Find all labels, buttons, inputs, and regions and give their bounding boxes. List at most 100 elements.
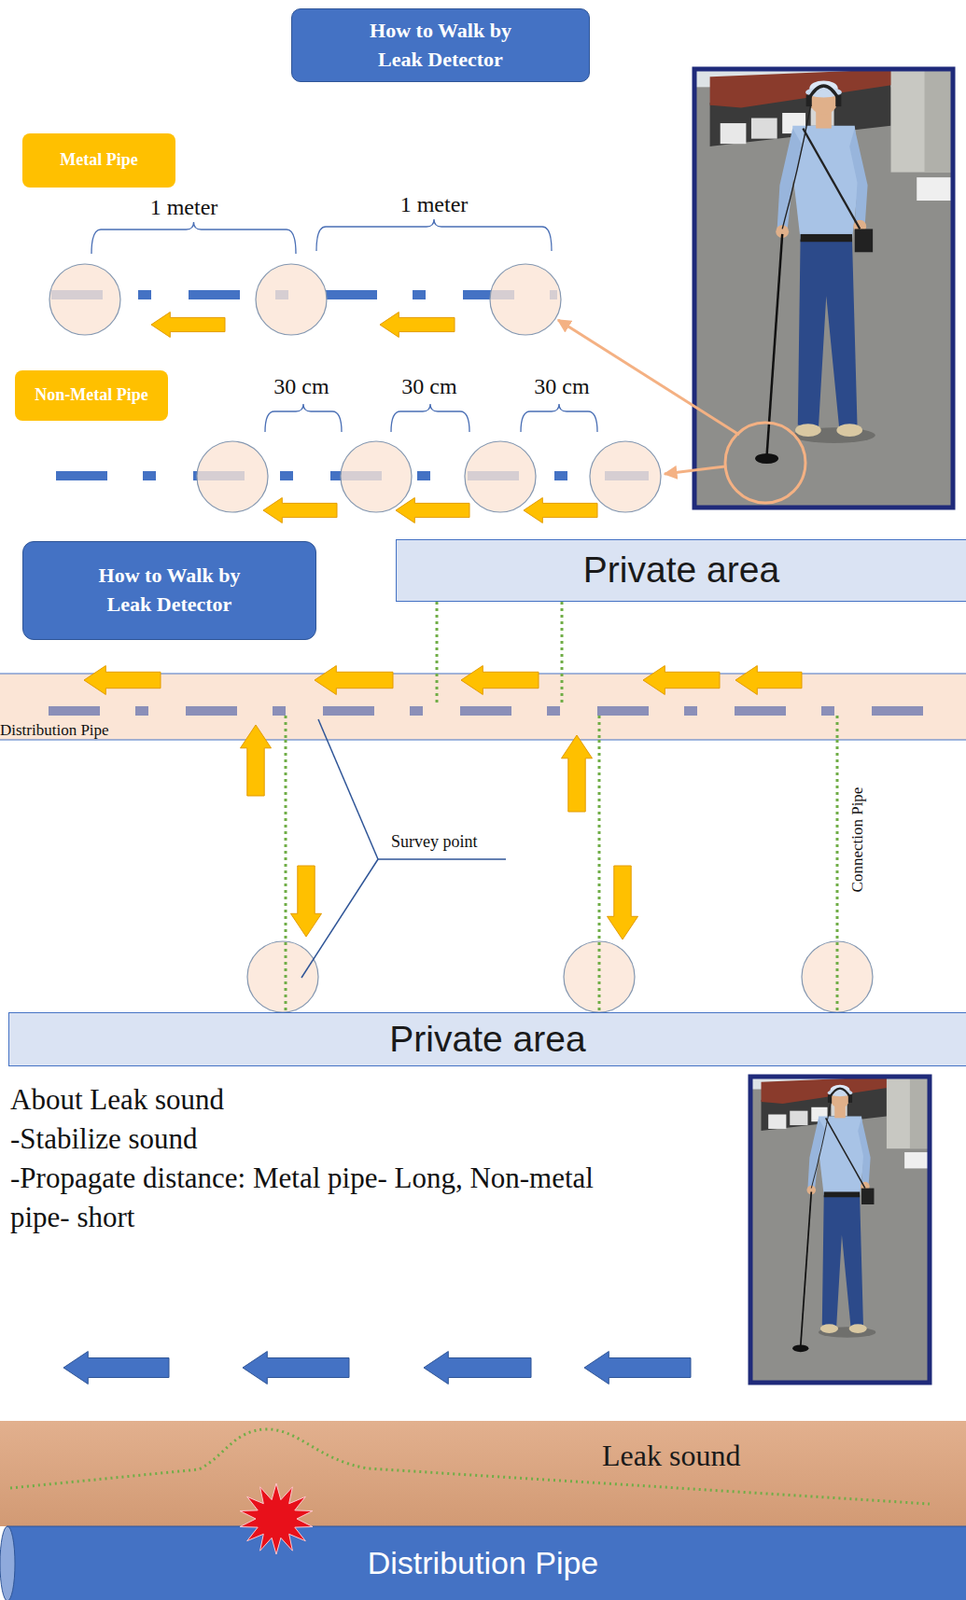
- note-line: -Propagate distance: Metal pipe- Long, N…: [10, 1159, 655, 1238]
- dimension-brace: [265, 404, 342, 433]
- photo: [694, 69, 953, 508]
- photo-ground: [750, 1077, 930, 1384]
- node-text: Non-Metal Pipe: [34, 385, 148, 406]
- headphones: [828, 1089, 851, 1100]
- pipe: Distribution Pipe: [0, 1526, 966, 1600]
- trousers: [822, 1195, 864, 1328]
- node-text: Leak sound: [602, 1439, 741, 1474]
- shoe: [820, 1324, 839, 1334]
- survey-circle: [490, 264, 561, 336]
- callout-label: Survey point: [391, 832, 478, 854]
- wall: [886, 1077, 930, 1149]
- earcup: [835, 95, 841, 107]
- survey-circle: [196, 441, 268, 513]
- walk-arrow: [523, 498, 598, 524]
- distribution-pipe-line: [48, 706, 929, 716]
- label-holder: -Stabilize sound: [10, 1120, 198, 1160]
- walk-arrow: [314, 666, 393, 696]
- walk-arrow: [263, 498, 337, 524]
- cable: [782, 105, 811, 230]
- node-text: Metal Pipe: [59, 150, 138, 171]
- probe-rod: [800, 1191, 812, 1347]
- wall-column: [924, 69, 953, 173]
- label-holder: About Leak sound: [10, 1080, 224, 1120]
- connection-pipe: [435, 602, 439, 674]
- walk-arrow: [607, 866, 639, 940]
- leak-sound-curve: [10, 1429, 930, 1505]
- leader-line: [378, 858, 506, 861]
- photo-ground: [694, 69, 953, 508]
- direction-arrow: [63, 1352, 169, 1386]
- label-holder: -Propagate distance: Metal pipe- Long, N…: [10, 1159, 655, 1238]
- region-band: Private area: [395, 539, 966, 602]
- photo: [750, 1077, 930, 1384]
- label-holder: 1 meter: [400, 191, 469, 219]
- probe-sensor: [755, 453, 779, 464]
- dimension-brace: [91, 222, 296, 254]
- headphones: [808, 85, 840, 100]
- direction-arrow: [242, 1352, 350, 1386]
- photo-scene: [750, 1077, 930, 1353]
- connection-pipe-stub: [598, 715, 602, 741]
- dimension-brace: [391, 404, 470, 433]
- white-box: [904, 1152, 930, 1169]
- leak-burst: [239, 1484, 313, 1555]
- walk-arrow: [291, 866, 322, 938]
- shoe: [795, 423, 822, 437]
- survey-circle: [340, 441, 412, 513]
- arm: [849, 128, 868, 224]
- shoe: [836, 423, 863, 437]
- car: [720, 123, 747, 144]
- connection-pipe-stub: [560, 673, 564, 707]
- connection-pipe-stub: [435, 673, 439, 707]
- roof: [710, 69, 896, 108]
- dimension-label: 1 meter: [400, 191, 469, 219]
- ground-band: Leak sound: [0, 1421, 966, 1527]
- dimension-brace: [520, 404, 598, 433]
- walk-arrow: [379, 312, 455, 338]
- photo-scene: [694, 69, 953, 464]
- label-holder: Connection Pipe: [848, 787, 868, 894]
- cable: [811, 1102, 831, 1190]
- ground-fill: [0, 1421, 966, 1527]
- walk-arrow: [240, 725, 272, 797]
- connection-pipe-stub: [836, 715, 840, 741]
- earcup: [806, 95, 812, 107]
- pipe-body: [7, 1526, 966, 1600]
- note-heading: About Leak sound: [10, 1080, 224, 1120]
- walk-arrow: [643, 666, 720, 696]
- survey-circle: [247, 941, 319, 1013]
- pipe-type-tag: Non-Metal Pipe: [14, 370, 168, 421]
- title-box: How to Walk by Leak Detector: [22, 541, 317, 641]
- earcup: [827, 1094, 832, 1104]
- survey-circle: [589, 441, 661, 513]
- title-box: How to Walk by Leak Detector: [291, 8, 590, 83]
- node-text: Distribution Pipe: [0, 721, 110, 741]
- arm: [807, 1118, 826, 1189]
- wall: [891, 69, 953, 173]
- amplifier: [854, 228, 873, 252]
- connection-pipe: [560, 602, 564, 674]
- strap: [826, 1118, 866, 1189]
- walk-arrow: [561, 735, 593, 812]
- walk-arrow: [461, 666, 539, 696]
- leader-line: [301, 859, 378, 979]
- label-holder: 30 cm: [273, 373, 329, 401]
- node-text: Private area: [583, 549, 780, 592]
- photo-border: [694, 69, 953, 508]
- car: [751, 118, 778, 140]
- walk-arrow: [395, 498, 470, 524]
- label-holder: 1 meter: [150, 194, 219, 222]
- node-text: How to Walk by Leak Detector: [351, 16, 530, 75]
- trousers: [798, 238, 858, 428]
- pipe-end: [0, 1526, 15, 1600]
- dimension-label: 30 cm: [273, 373, 329, 401]
- probe-sensor: [792, 1344, 809, 1353]
- strap: [802, 128, 860, 230]
- direction-arrow: [584, 1352, 691, 1386]
- car: [789, 1111, 808, 1126]
- pointer-arrow: [664, 466, 726, 475]
